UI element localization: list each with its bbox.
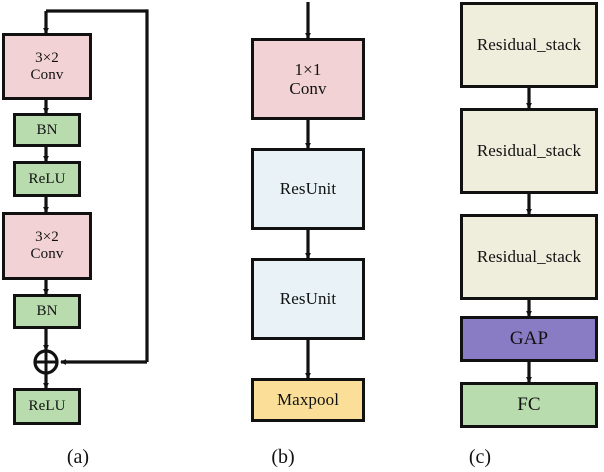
block-label-line1: ResUnit [279,179,337,199]
block-label: FC [517,394,540,415]
block-label-line1: 3×2 [35,229,59,246]
block-label-line1: Residual_stack [476,35,582,55]
block-label-line1: Residual_stack [476,141,582,161]
block-residual-stack-3[interactable]: Residual_stack [460,214,598,300]
block-label-line1: BN [36,121,58,138]
block-label-line2: Conv [30,66,64,83]
block-label: Residual_stack [477,35,581,54]
block-label-line1: BN [36,303,58,320]
block-resunit-1[interactable]: ResUnit [251,148,365,230]
block-label-line1: Maxpool [276,390,340,410]
block-label-line1: GAP [509,328,549,350]
block-label: GAP [510,328,548,349]
block-bn-2[interactable]: BN [13,294,81,329]
block-residual-stack-2[interactable]: Residual_stack [460,108,598,194]
block-label-line1: 1×1 [294,59,322,79]
panel-caption-c: (c) [468,446,492,468]
panel-caption-a: (a) [66,446,90,468]
block-label: Residual_stack [477,247,581,266]
block-label: ReLU [28,398,65,415]
block-relu-1[interactable]: ReLU [13,161,81,197]
block-label-line1: ResUnit [279,289,337,309]
panel-caption-b: (b) [271,446,295,468]
block-label-line1: ReLU [28,170,66,187]
block-relu-2[interactable]: ReLU [13,388,81,425]
block-label: Residual_stack [477,141,581,160]
block-label: ResUnit [280,289,336,308]
block-label-line1: ReLU [28,398,66,415]
block-label-line1: FC [517,394,541,416]
block-label-line2: Conv [289,79,327,98]
block-gap[interactable]: GAP [460,316,598,362]
block-label-line1: Residual_stack [476,247,582,267]
block-bn-1[interactable]: BN [13,113,81,147]
block-label: ResUnit [280,179,336,198]
block-label-line2: Conv [30,246,64,262]
block-label: ReLU [28,171,65,188]
add-node-circle[interactable] [33,349,59,375]
block-maxpool[interactable]: Maxpool [251,378,365,422]
block-label: BN [36,303,57,320]
block-label: BN [36,122,57,139]
block-resunit-2[interactable]: ResUnit [251,258,365,340]
block-label-line1: 3×2 [35,49,59,66]
block-residual-stack-1[interactable]: Residual_stack [460,2,598,88]
block-fc[interactable]: FC [460,382,598,428]
block-label: Maxpool [277,390,339,409]
